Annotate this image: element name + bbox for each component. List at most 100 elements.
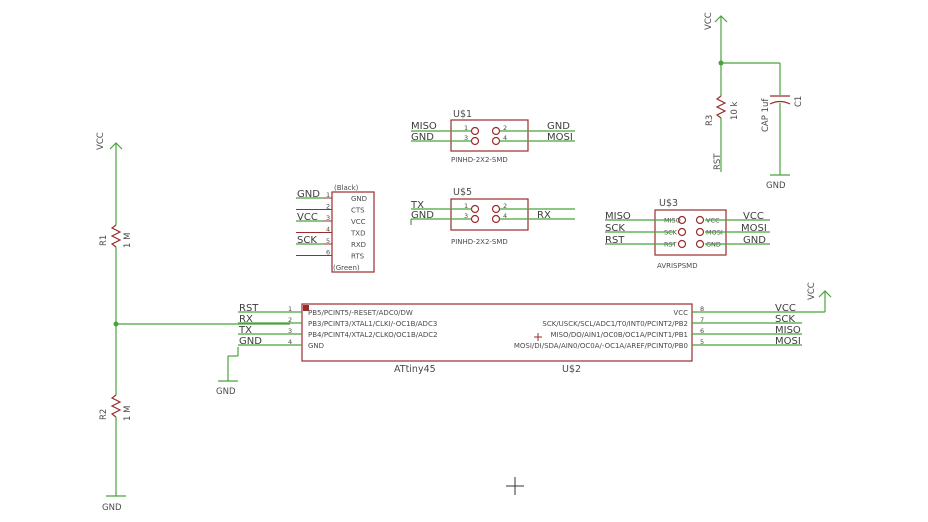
attiny-pin-number: 3: [288, 327, 292, 335]
ftdi-pin-number: 5: [326, 237, 330, 245]
u5-pin-number: 4: [503, 212, 507, 220]
ftdi-bottom-label: (Green): [333, 264, 360, 272]
pin1-marker: [303, 305, 309, 311]
ftdi-pin-name: CTS: [351, 207, 365, 215]
u5-pin-number: 3: [464, 212, 468, 220]
reset-network: VCC R3 10 k RST C1 CAP 1uf GND: [704, 12, 804, 191]
u3-net-left-1: MISO: [605, 211, 631, 222]
header-u5: U$5 PINHD-2X2-SMD 1 2 3 4 TX GND RX: [410, 187, 575, 246]
u1-package: PINHD-2X2-SMD: [451, 156, 508, 164]
u3-pad: [677, 239, 687, 249]
u1-pin-number: 1: [464, 124, 468, 132]
attiny-pin-func: MISO/DO/AIN1/OC0B/OC1A/PCINT1/PB1: [550, 331, 688, 339]
attiny-net-label: RX: [239, 314, 253, 325]
ftdi-pin-number: 4: [326, 226, 330, 234]
u5-net-right-1: RX: [537, 210, 551, 221]
u5-pad-pin3: 3: [464, 212, 480, 224]
attiny-net-label: MOSI: [775, 336, 801, 347]
gnd-symbol-c1: GND: [766, 174, 790, 191]
ftdi-pin-number: 2: [326, 203, 330, 211]
attiny-value: ATtiny45: [394, 364, 436, 375]
u1-net-right-2: MOSI: [547, 132, 573, 143]
u5-pin-number: 2: [503, 202, 507, 210]
attiny-pin-number: 2: [288, 316, 292, 324]
header-u1: U$1 PINHD-2X2-SMD 1 2 3 4 MISO GND GND M…: [411, 109, 575, 164]
u1-pin-number: 2: [503, 124, 507, 132]
u1-pin-number: 3: [464, 134, 468, 142]
crosshair-cursor-icon: [506, 477, 524, 495]
u5-net-left-1: TX: [410, 200, 424, 211]
u5-name: U$5: [453, 187, 472, 198]
voltage-divider: VCC R1 1 M R2 1 M GND: [96, 132, 290, 513]
attiny-net-label: GND: [239, 336, 262, 347]
r2-value: 1 M: [123, 406, 133, 421]
attiny-pin-number: 5: [700, 338, 704, 346]
u3-pad: [677, 227, 687, 237]
u3-pad: [695, 227, 705, 237]
resistor-r1: R1 1 M: [99, 224, 133, 248]
r3-value: 10 k: [730, 101, 740, 120]
attiny-pin-func: GND: [308, 342, 324, 350]
u3-package: AVRISPSMD: [657, 262, 698, 270]
u1-net-right-1: GND: [547, 121, 570, 132]
c1-name: C1: [794, 96, 804, 107]
u3-net-right-2: MOSI: [741, 223, 767, 234]
gnd-label-attiny: GND: [216, 387, 236, 397]
u5-pad-pin4: 4: [491, 212, 507, 224]
attiny-pin-func: SCK/USCK/SCL/ADC1/T0/INT0/PCINT2/PB2: [542, 320, 688, 328]
u1-net-left-1: MISO: [411, 121, 437, 132]
u5-net-left-2: GND: [411, 210, 434, 221]
r1-value: 1 M: [123, 233, 133, 248]
u3-net-right-3: GND: [743, 235, 766, 246]
attiny-pin-func: VCC: [673, 309, 688, 317]
gnd-label-r2: GND: [102, 503, 122, 513]
ftdi-net-label: VCC: [297, 212, 318, 223]
ftdi-pin-number: 3: [326, 214, 330, 222]
u5-pin-number: 1: [464, 202, 468, 210]
attiny-net-label: VCC: [775, 303, 796, 314]
attiny-pin-number: 4: [288, 338, 292, 346]
attiny-pin-number: 7: [700, 316, 704, 324]
gnd-symbol-r2: GND: [102, 495, 126, 513]
ftdi-pin-number: 6: [326, 249, 330, 257]
ftdi-pin-name: TXD: [350, 230, 365, 238]
u3-pad: [695, 215, 705, 225]
vcc-label-attiny: VCC: [807, 282, 817, 300]
ftdi-pin-number: 1: [326, 191, 330, 199]
r1-name: R1: [99, 235, 109, 246]
u3-pad: [695, 239, 705, 249]
u1-pin-number: 4: [503, 134, 507, 142]
u3-name: U$3: [659, 198, 678, 209]
ftdi-pin-name: GND: [351, 195, 367, 203]
attiny-pin-number: 1: [288, 305, 292, 313]
attiny-net-label: SCK: [775, 314, 795, 325]
vcc-label-r1: VCC: [96, 132, 106, 150]
capacitor-c1: C1 CAP 1uf: [761, 95, 804, 132]
attiny-pin-number: 8: [700, 305, 704, 313]
attiny-net-label: TX: [238, 325, 252, 336]
ftdi-pin-name: RXD: [351, 241, 366, 249]
u3-pad: [677, 215, 687, 225]
u5-pad-pin1: 1: [464, 202, 480, 214]
attiny-net-label: RST: [239, 303, 259, 314]
attiny-pin-number: 6: [700, 327, 704, 335]
u1-net-left-2: GND: [411, 132, 434, 143]
gnd-label-c1: GND: [766, 181, 786, 191]
c1-value: CAP 1uf: [761, 98, 771, 132]
u5-pad-pin2: 2: [491, 202, 507, 214]
u1-pad-pin2: 2: [491, 124, 507, 136]
u3-net-left-2: SCK: [605, 223, 625, 234]
ftdi-net-label: SCK: [297, 235, 317, 246]
u1-name: U$1: [453, 109, 472, 120]
rst-label-r3: RST: [713, 153, 723, 170]
r3-name: R3: [705, 115, 715, 126]
